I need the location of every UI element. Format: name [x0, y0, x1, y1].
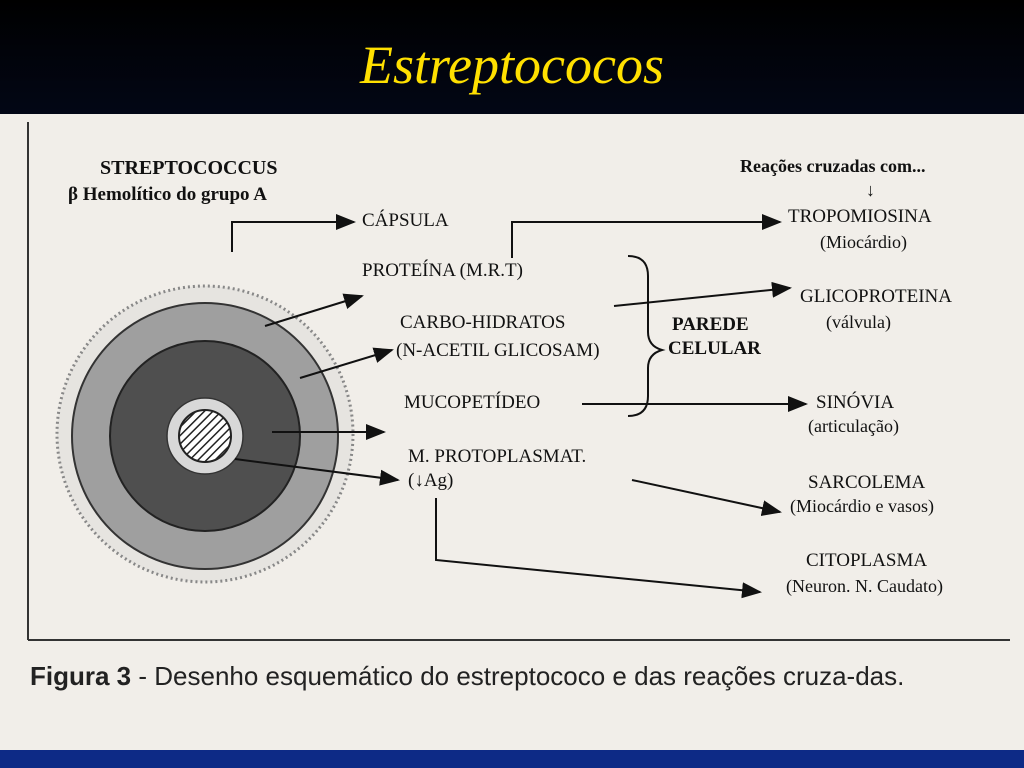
- cross-reactions-header: Reações cruzadas com...: [740, 156, 925, 176]
- organism-name: STREPTOCOCCUS: [100, 157, 277, 179]
- label-mucopetideo: MUCOPETÍDEO: [404, 391, 540, 413]
- label-n-acetil: (N-ACETIL GLICOSAM): [396, 340, 600, 361]
- target-citoplasma: CITOPLASMA: [806, 550, 927, 571]
- streptococcus-diagram: STREPTOCOCCUS β Hemolítico do grupo A Re…: [27, 122, 1010, 641]
- target-sarcolema: SARCOLEMA: [808, 472, 925, 493]
- label-carbo-hidratos: CARBO-HIDRATOS: [400, 312, 565, 333]
- label-protoplasmat: M. PROTOPLASMAT.: [408, 446, 586, 467]
- label-parede: PAREDE: [672, 314, 749, 335]
- target-sinovia: SINÓVIA: [816, 391, 894, 413]
- arrow-to-tropomiosina: [511, 214, 782, 258]
- arrow-to-sarcolema: [631, 479, 782, 517]
- label-proteina: PROTEÍNA (M.R.T): [362, 259, 523, 281]
- cell-wall-brace: [627, 255, 666, 417]
- label-ag: (↓Ag): [408, 470, 453, 491]
- arrow-to-citoplasma: [435, 498, 762, 599]
- arrow-to-glicoproteina: [613, 281, 792, 307]
- slide-title: Estreptococos: [360, 35, 664, 95]
- arrow-capsule: [231, 214, 356, 252]
- target-valvula: (válvula): [826, 312, 891, 333]
- caption-label: Figura 3: [30, 661, 132, 691]
- arrow-carbohydrates: [299, 347, 394, 379]
- arrow-protein: [264, 293, 364, 327]
- target-miocardio: (Miocárdio): [820, 232, 907, 253]
- organism-type: β Hemolítico do grupo A: [68, 184, 267, 205]
- target-articulacao: (articulação): [808, 416, 899, 437]
- figure-caption: Figura 3 - Desenho esquemático do estrep…: [30, 658, 1010, 694]
- label-capsula: CÁPSULA: [362, 209, 449, 231]
- target-neuron: (Neuron. N. Caudato): [786, 576, 943, 597]
- target-tropomiosina: TROPOMIOSINA: [788, 206, 932, 227]
- bottom-bar: [0, 750, 1024, 768]
- scanned-figure: STREPTOCOCCUS β Hemolítico do grupo A Re…: [0, 114, 1024, 750]
- header-down-arrow: ↓: [866, 180, 875, 200]
- nucleoid: [178, 409, 232, 463]
- label-celular: CELULAR: [668, 338, 761, 359]
- caption-text: - Desenho esquemático do estreptococo e …: [131, 661, 905, 691]
- target-miocardio-vasos: (Miocárdio e vasos): [790, 496, 934, 517]
- target-glicoproteina: GLICOPROTEINA: [800, 286, 952, 307]
- arrow-protoplasm: [234, 458, 400, 486]
